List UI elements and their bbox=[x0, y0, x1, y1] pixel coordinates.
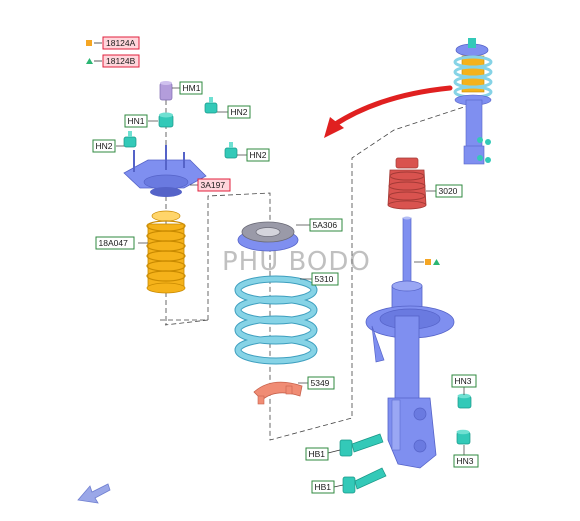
navigation-arrow-icon[interactable] bbox=[77, 483, 111, 504]
label-hn2-right[interactable]: HN2 bbox=[246, 148, 270, 162]
svg-text:5349: 5349 bbox=[311, 378, 330, 388]
hn2-nut-top bbox=[204, 97, 218, 114]
legend-18124a: 18124A bbox=[86, 36, 140, 50]
label-hb1-top[interactable]: HB1 bbox=[305, 447, 329, 461]
watermark: PHU BODO bbox=[222, 247, 371, 277]
triangle-marker-icon bbox=[86, 58, 93, 64]
assembled-strut-thumbnail bbox=[453, 38, 493, 165]
label-hn2-left[interactable]: HN2 bbox=[92, 139, 116, 153]
dust-boot-18a047 bbox=[146, 210, 186, 294]
label-3a197[interactable]: 3A197 bbox=[197, 178, 231, 192]
label-5310[interactable]: 5310 bbox=[311, 272, 339, 286]
legend-code: 18124B bbox=[106, 56, 136, 66]
coil-spring-5310 bbox=[234, 275, 318, 365]
label-hn2-top[interactable]: HN2 bbox=[227, 105, 251, 119]
hm1-stud bbox=[159, 81, 173, 101]
hn1-nut bbox=[158, 112, 174, 128]
label-hn3-bottom[interactable]: HN3 bbox=[453, 454, 479, 468]
svg-text:5A306: 5A306 bbox=[313, 220, 338, 230]
svg-text:5310: 5310 bbox=[315, 274, 334, 284]
svg-text:HB1: HB1 bbox=[315, 482, 332, 492]
square-marker-icon bbox=[86, 40, 92, 46]
label-18a047[interactable]: 18A047 bbox=[95, 236, 135, 250]
bump-stop-3020 bbox=[387, 157, 427, 210]
top-mount-3a197 bbox=[123, 145, 207, 197]
label-hm1[interactable]: HM1 bbox=[179, 81, 203, 95]
svg-text:18A047: 18A047 bbox=[99, 238, 129, 248]
label-hn1[interactable]: HN1 bbox=[124, 114, 148, 128]
svg-text:HN2: HN2 bbox=[96, 141, 113, 151]
label-5349[interactable]: 5349 bbox=[307, 376, 335, 390]
hn2-nut-right bbox=[224, 142, 238, 159]
svg-text:HM1: HM1 bbox=[183, 83, 201, 93]
hn2-nut-left bbox=[123, 131, 137, 148]
svg-text:HN3: HN3 bbox=[457, 456, 474, 466]
label-3020[interactable]: 3020 bbox=[435, 184, 463, 198]
svg-text:3020: 3020 bbox=[439, 186, 458, 196]
label-hb1-bottom[interactable]: HB1 bbox=[311, 480, 335, 494]
strut-assembly bbox=[365, 216, 455, 469]
hb1-bolt-bottom bbox=[342, 467, 387, 494]
square-marker-icon bbox=[425, 259, 431, 265]
legend-code: 18124A bbox=[106, 38, 136, 48]
label-5a306[interactable]: 5A306 bbox=[309, 218, 343, 232]
label-hn3-top[interactable]: HN3 bbox=[451, 374, 477, 388]
svg-text:HN1: HN1 bbox=[128, 116, 145, 126]
svg-text:3A197: 3A197 bbox=[201, 180, 226, 190]
hb1-bolt-top bbox=[339, 433, 384, 457]
svg-text:HN2: HN2 bbox=[250, 150, 267, 160]
hn3-nut-top bbox=[457, 393, 472, 409]
svg-text:HN2: HN2 bbox=[231, 107, 248, 117]
svg-text:HB1: HB1 bbox=[309, 449, 326, 459]
lower-spring-seat-5349 bbox=[253, 381, 303, 405]
svg-text:HN3: HN3 bbox=[455, 376, 472, 386]
red-direction-arrow-icon bbox=[324, 85, 453, 138]
triangle-marker-icon bbox=[433, 259, 440, 265]
upper-spring-seat-5a306 bbox=[237, 221, 299, 252]
legend-18124b: 18124B bbox=[86, 54, 140, 68]
hn3-nut-bottom bbox=[456, 429, 471, 445]
